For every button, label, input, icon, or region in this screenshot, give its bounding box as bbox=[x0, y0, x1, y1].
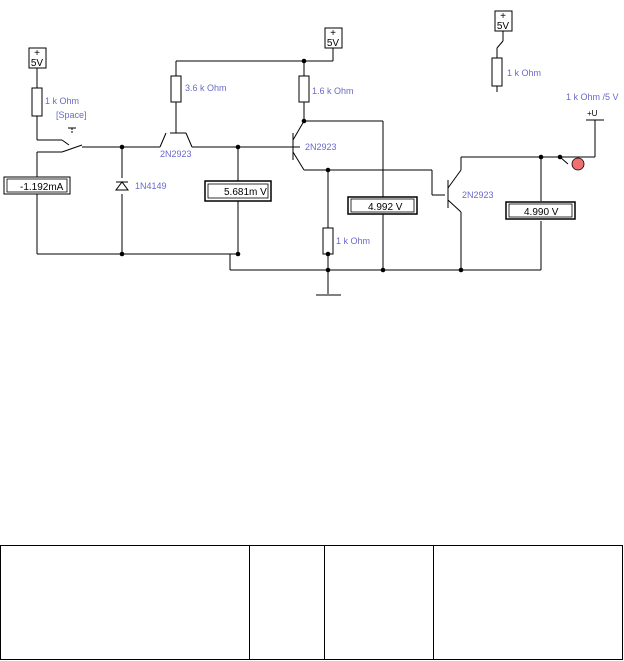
ammeter: -1.192mA bbox=[3, 176, 71, 195]
voltmeter-3: 4.990 V bbox=[505, 201, 576, 220]
svg-text:+: + bbox=[34, 48, 40, 59]
circuit-schematic: + 5V + 5V + 5V 1 k Ohm [Space] 3.6 k Ohm… bbox=[3, 10, 619, 296]
diode-label: 1N4149 bbox=[135, 181, 167, 191]
svg-text:5.681m V: 5.681m V bbox=[224, 187, 267, 198]
voltmeter-1: 5.681m V bbox=[204, 180, 272, 202]
resistor-aux-label: 1 k Ohm bbox=[507, 68, 541, 78]
vcc-main-source: + 5V bbox=[324, 27, 343, 49]
lamp-marker: +U bbox=[587, 109, 598, 118]
voltmeter-2: 4.992 V bbox=[347, 196, 418, 215]
vcc-aux-source: + 5V bbox=[494, 10, 513, 32]
table-cell bbox=[0, 545, 250, 660]
resistor-emitter-label: 1 k Ohm bbox=[336, 236, 370, 246]
empty-table bbox=[0, 545, 623, 660]
svg-text:4.990 V: 4.990 V bbox=[524, 207, 559, 218]
svg-text:4.992 V: 4.992 V bbox=[368, 202, 403, 213]
resistor-collector-label: 1.6 k Ohm bbox=[312, 86, 354, 96]
resistor-base-label: 3.6 k Ohm bbox=[185, 83, 227, 93]
switch-key-label: [Space] bbox=[56, 110, 87, 120]
svg-text:-1.192mA: -1.192mA bbox=[20, 182, 64, 193]
lamp-label: 1 k Ohm /5 V bbox=[566, 92, 619, 102]
table-cell bbox=[433, 545, 623, 660]
svg-text:+: + bbox=[330, 28, 336, 39]
table-row bbox=[0, 545, 623, 660]
svg-text:+: + bbox=[500, 11, 506, 22]
table-cell bbox=[324, 545, 434, 660]
resistor-switch-label: 1 k Ohm bbox=[45, 96, 79, 106]
lamp-indicator bbox=[571, 157, 585, 171]
svg-text:5V: 5V bbox=[31, 58, 44, 69]
table-cell bbox=[249, 545, 325, 660]
transistor-q3-label: 2N2923 bbox=[462, 190, 494, 200]
vcc-switch-source: + 5V bbox=[28, 47, 47, 69]
transistor-q2-label: 2N2923 bbox=[305, 142, 337, 152]
svg-text:5V: 5V bbox=[497, 21, 510, 32]
svg-text:5V: 5V bbox=[327, 38, 340, 49]
transistor-q1-label: 2N2923 bbox=[160, 149, 192, 159]
